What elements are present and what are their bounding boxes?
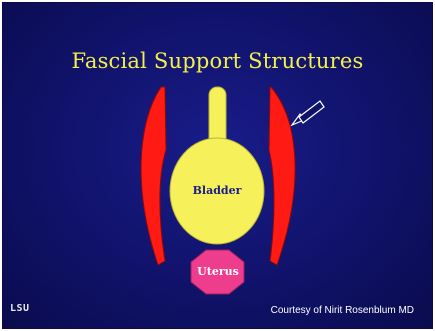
slide: Fascial Support Structures Bladder Uteru… xyxy=(2,2,433,329)
lsu-logo: LSU xyxy=(10,303,30,314)
right-fascia xyxy=(269,87,295,265)
fascial-support-diagram: Bladder Uterus xyxy=(3,3,432,328)
credit-text: Courtesy of Nirit Rosenblum MD xyxy=(271,305,414,316)
bladder-label: Bladder xyxy=(193,184,242,197)
left-fascia xyxy=(141,87,166,265)
arrow-icon xyxy=(292,101,324,125)
uterus-label: Uterus xyxy=(197,265,239,278)
